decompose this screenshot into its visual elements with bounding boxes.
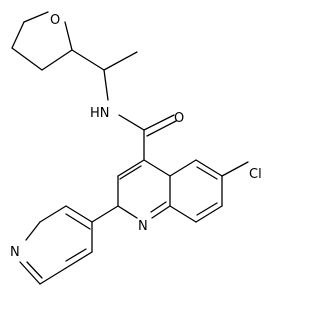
pyridine-nitrogen-label: N bbox=[10, 245, 20, 260]
amide-nh-label: HN bbox=[90, 106, 110, 121]
carbonyl-oxygen-label: O bbox=[174, 111, 184, 126]
quinoline-nitrogen-label: N bbox=[138, 219, 148, 234]
pyridine-ring bbox=[19, 205, 119, 285]
structure-drawing: O O HN Cl N N bbox=[10, 11, 262, 285]
ethyl-linker bbox=[71, 49, 138, 101]
molecule-canvas: O O HN Cl N N bbox=[10, 11, 262, 285]
chlorine-label: Cl bbox=[249, 167, 262, 182]
amide-group bbox=[118, 114, 177, 161]
tetrahydrofuran-ring bbox=[11, 11, 73, 71]
quinoline-ring bbox=[117, 159, 249, 223]
ring-oxygen-label: O bbox=[50, 13, 60, 28]
